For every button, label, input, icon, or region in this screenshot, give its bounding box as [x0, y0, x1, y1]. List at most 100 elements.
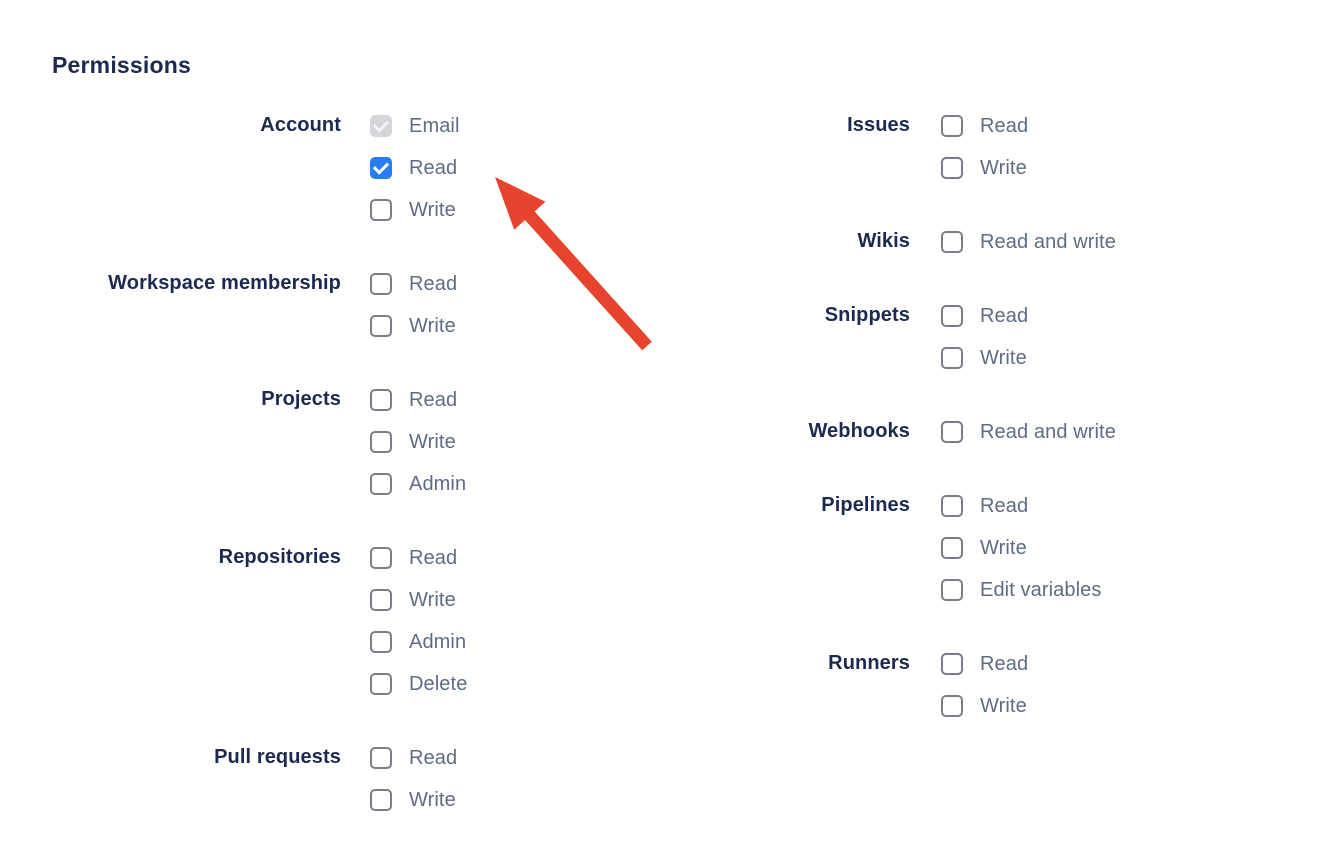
option-projects-read[interactable]: Read: [370, 387, 466, 413]
option-pull-requests-read[interactable]: Read: [370, 745, 457, 771]
option-label-repositories-read: Read: [409, 546, 458, 569]
option-snippets-write[interactable]: Write: [941, 345, 1028, 371]
option-runners-read[interactable]: Read: [941, 651, 1028, 677]
checkbox-account-write[interactable]: [370, 199, 392, 221]
option-label-workspace-membership-read: Read: [409, 272, 458, 295]
permission-options: Read Write: [941, 303, 1028, 387]
permission-group-snippets: Snippets Read Write: [670, 303, 1116, 387]
checkbox-projects-admin[interactable]: [370, 473, 392, 495]
checkbox-pull-requests-read[interactable]: [370, 747, 392, 769]
option-runners-write[interactable]: Write: [941, 693, 1028, 719]
option-workspace-membership-read[interactable]: Read: [370, 271, 457, 297]
checkbox-issues-read[interactable]: [941, 115, 963, 137]
group-label-repositories: Repositories: [218, 546, 341, 568]
checkbox-pipelines-read[interactable]: [941, 495, 963, 517]
group-label-snippets: Snippets: [824, 304, 910, 326]
option-label-repositories-write: Write: [409, 588, 456, 611]
option-account-write[interactable]: Write: [370, 197, 460, 223]
option-label-runners-read: Read: [980, 652, 1029, 675]
group-label-workspace-membership: Workspace membership: [108, 272, 341, 294]
option-label-pipelines-write: Write: [980, 536, 1027, 559]
checkbox-workspace-membership-write[interactable]: [370, 315, 392, 337]
option-pull-requests-write[interactable]: Write: [370, 787, 457, 813]
checkbox-runners-read[interactable]: [941, 653, 963, 675]
option-pipelines-write[interactable]: Write: [941, 535, 1101, 561]
checkbox-runners-write[interactable]: [941, 695, 963, 717]
option-pipelines-read[interactable]: Read: [941, 493, 1101, 519]
group-label-runners: Runners: [828, 652, 910, 674]
option-label-wikis-read-and-write: Read and write: [980, 230, 1116, 253]
permission-group-pull-requests: Pull requests Read Write: [52, 745, 467, 829]
option-issues-write[interactable]: Write: [941, 155, 1028, 181]
checkbox-account-read[interactable]: [370, 157, 392, 179]
checkbox-wikis-read-and-write[interactable]: [941, 231, 963, 253]
option-projects-admin[interactable]: Admin: [370, 471, 466, 497]
option-workspace-membership-write[interactable]: Write: [370, 313, 457, 339]
option-label-snippets-write: Write: [980, 346, 1027, 369]
group-label-webhooks: Webhooks: [808, 420, 910, 442]
permission-group-account: Account Email Read Write: [52, 113, 467, 239]
page-title: Permissions: [52, 52, 191, 78]
checkbox-pull-requests-write[interactable]: [370, 789, 392, 811]
option-label-projects-admin: Admin: [409, 472, 467, 495]
checkbox-repositories-admin[interactable]: [370, 631, 392, 653]
permissions-column-right: Issues Read Write Wikis Read and write S…: [670, 113, 1116, 767]
permission-options: Read Write: [370, 745, 457, 829]
option-label-account-email: Email: [409, 114, 460, 137]
checkbox-repositories-read[interactable]: [370, 547, 392, 569]
checkbox-pipelines-edit-variables[interactable]: [941, 579, 963, 601]
option-pipelines-edit-variables[interactable]: Edit variables: [941, 577, 1101, 603]
option-repositories-read[interactable]: Read: [370, 545, 467, 571]
checkbox-snippets-write[interactable]: [941, 347, 963, 369]
option-label-pipelines-edit-variables: Edit variables: [980, 578, 1102, 601]
permission-options: Read Write Admin: [370, 387, 466, 513]
checkbox-webhooks-read-and-write[interactable]: [941, 421, 963, 443]
permission-group-webhooks: Webhooks Read and write: [670, 419, 1116, 461]
option-wikis-read-and-write[interactable]: Read and write: [941, 229, 1116, 255]
group-label-wikis: Wikis: [857, 230, 910, 252]
permission-options: Read Write: [941, 113, 1028, 197]
option-label-repositories-delete: Delete: [409, 672, 468, 695]
option-label-workspace-membership-write: Write: [409, 314, 456, 337]
permission-group-repositories: Repositories Read Write Admin Delete: [52, 545, 467, 713]
option-repositories-delete[interactable]: Delete: [370, 671, 467, 697]
option-projects-write[interactable]: Write: [370, 429, 466, 455]
permission-options: Email Read Write: [370, 113, 460, 239]
checkbox-repositories-write[interactable]: [370, 589, 392, 611]
option-repositories-admin[interactable]: Admin: [370, 629, 467, 655]
option-label-webhooks-read-and-write: Read and write: [980, 420, 1116, 443]
checkbox-account-email: [370, 115, 392, 137]
option-label-snippets-read: Read: [980, 304, 1029, 327]
permission-group-runners: Runners Read Write: [670, 651, 1116, 735]
option-label-pull-requests-read: Read: [409, 746, 458, 769]
checkbox-workspace-membership-read[interactable]: [370, 273, 392, 295]
option-label-repositories-admin: Admin: [409, 630, 467, 653]
option-label-account-write: Write: [409, 198, 456, 221]
permission-group-wikis: Wikis Read and write: [670, 229, 1116, 271]
permission-group-workspace-membership: Workspace membership Read Write: [52, 271, 467, 355]
option-issues-read[interactable]: Read: [941, 113, 1028, 139]
checkbox-pipelines-write[interactable]: [941, 537, 963, 559]
permission-options: Read Write: [370, 271, 457, 355]
permission-options: Read Write Edit variables: [941, 493, 1101, 619]
checkbox-snippets-read[interactable]: [941, 305, 963, 327]
option-label-pull-requests-write: Write: [409, 788, 456, 811]
option-label-account-read: Read: [409, 156, 458, 179]
permission-options: Read and write: [941, 229, 1116, 271]
option-label-pipelines-read: Read: [980, 494, 1029, 517]
permission-options: Read Write Admin Delete: [370, 545, 467, 713]
permission-options: Read Write: [941, 651, 1028, 735]
option-snippets-read[interactable]: Read: [941, 303, 1028, 329]
option-webhooks-read-and-write[interactable]: Read and write: [941, 419, 1116, 445]
checkbox-projects-write[interactable]: [370, 431, 392, 453]
checkbox-repositories-delete[interactable]: [370, 673, 392, 695]
option-label-issues-read: Read: [980, 114, 1029, 137]
option-repositories-write[interactable]: Write: [370, 587, 467, 613]
checkbox-issues-write[interactable]: [941, 157, 963, 179]
option-label-projects-write: Write: [409, 430, 456, 453]
option-account-read[interactable]: Read: [370, 155, 460, 181]
option-label-projects-read: Read: [409, 388, 458, 411]
checkbox-projects-read[interactable]: [370, 389, 392, 411]
permission-options: Read and write: [941, 419, 1116, 461]
